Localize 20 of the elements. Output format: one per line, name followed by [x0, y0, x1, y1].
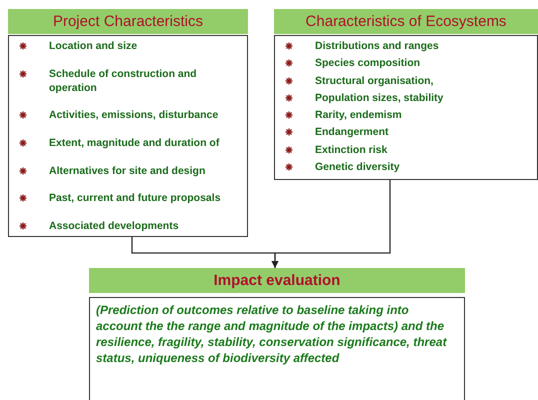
list-item: Schedule of construction and operation [49, 66, 198, 95]
list-item: Species composition [315, 56, 420, 70]
list-item: Rarity, endemism [315, 108, 402, 122]
section-heading: Project Characteristics [8, 9, 248, 34]
list-item: Population sizes, stability [315, 90, 444, 105]
list-item: Structural organisation, [315, 74, 434, 88]
list-item: Activities, emissions, disturbance [49, 108, 218, 122]
section-heading: Impact evaluation [89, 268, 465, 293]
section-heading: Characteristics of Ecosystems [274, 9, 538, 34]
connector-arrow [272, 180, 391, 268]
list-item: Alternatives for site and design [49, 164, 206, 178]
list-item: Extent, magnitude and duration of [49, 136, 220, 150]
list-item: Past, current and future proposals [49, 191, 221, 206]
list-item: Genetic diversity [315, 160, 400, 174]
list-item: Associated developments [49, 218, 179, 233]
description-text: (Prediction of outcomes relative to baseline taking into account the the range and magnitude of the impacts) and the resilience, fragility, stability, conservation significance, threat status, uniqueness of biodiversity affected [96, 302, 448, 366]
list-item: Distributions and ranges [315, 39, 439, 53]
list-item: Endangerment [315, 125, 389, 140]
list-item: Location and size [49, 39, 138, 53]
list-item: Extinction risk [315, 142, 388, 157]
